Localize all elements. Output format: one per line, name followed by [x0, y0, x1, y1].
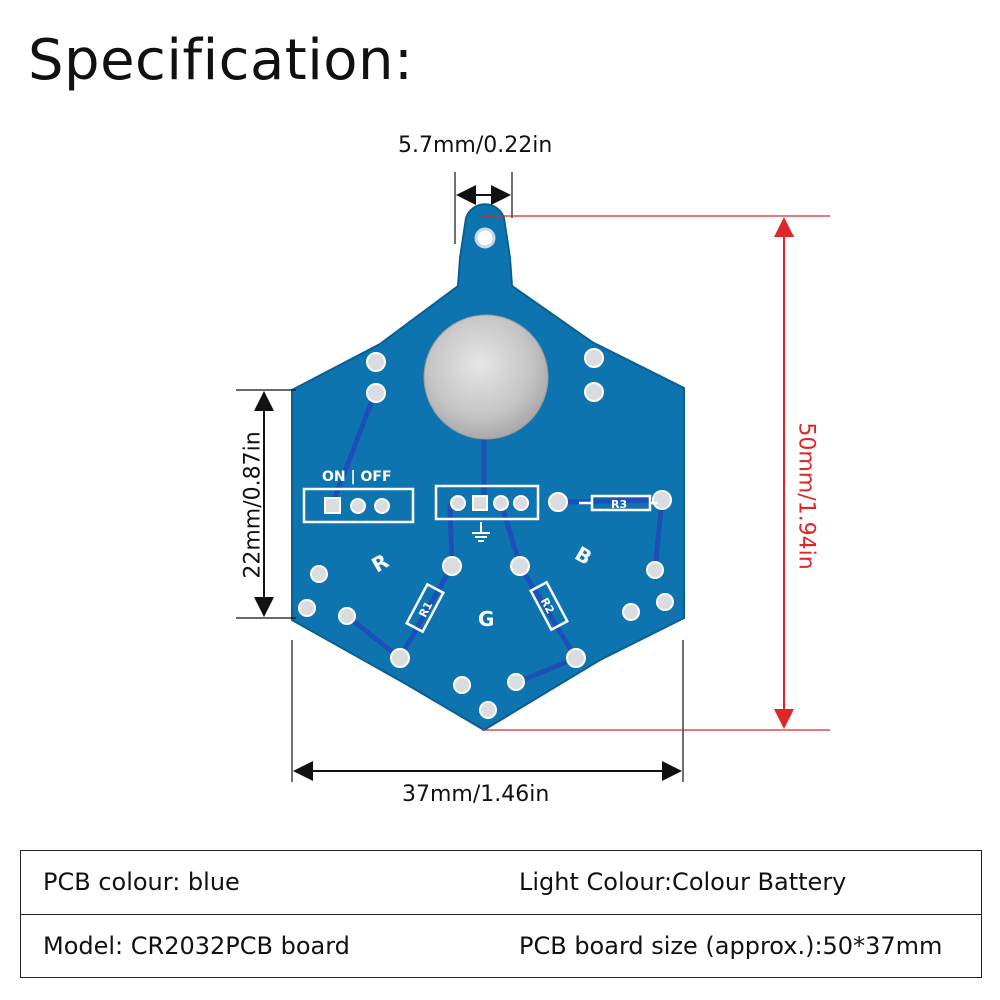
silkscreen	[302, 484, 658, 524]
dimension-hole	[454, 172, 513, 244]
light-colour-cell: Light Colour:Colour Battery	[519, 868, 847, 896]
label-g: G	[478, 607, 494, 631]
pcb-pads	[298, 348, 674, 719]
board-size-cell: PCB board size (approx.):50*37mm	[519, 932, 943, 960]
pcb-board	[291, 203, 685, 732]
ground-icon	[472, 522, 490, 542]
switch-label: ON | OFF	[322, 469, 392, 485]
total-height-label: 50mm/1.94in	[793, 422, 819, 570]
pcb-traces	[329, 390, 665, 685]
model-cell: Model: CR2032PCB board	[43, 932, 350, 960]
battery-contact	[423, 314, 549, 440]
hanging-hole	[474, 227, 496, 249]
width-label: 37mm/1.46in	[402, 782, 550, 807]
label-r3: R3	[611, 498, 627, 511]
resistor-r1	[405, 582, 445, 634]
dimension-bottom	[291, 640, 684, 782]
dimension-left	[236, 389, 296, 619]
left-height-label: 22mm/0.87in	[240, 431, 266, 579]
spec-row: Model: CR2032PCB board PCB board size (a…	[21, 915, 981, 978]
spec-table: PCB colour: blue Light Colour:Colour Bat…	[20, 850, 982, 978]
hole-width-label: 5.7mm/0.22in	[398, 133, 553, 158]
spec-row: PCB colour: blue Light Colour:Colour Bat…	[21, 851, 981, 915]
pcb-colour-cell: PCB colour: blue	[43, 868, 240, 896]
page-title: Specification:	[28, 28, 414, 93]
resistor-r2	[529, 580, 569, 632]
dimension-right	[482, 215, 830, 731]
